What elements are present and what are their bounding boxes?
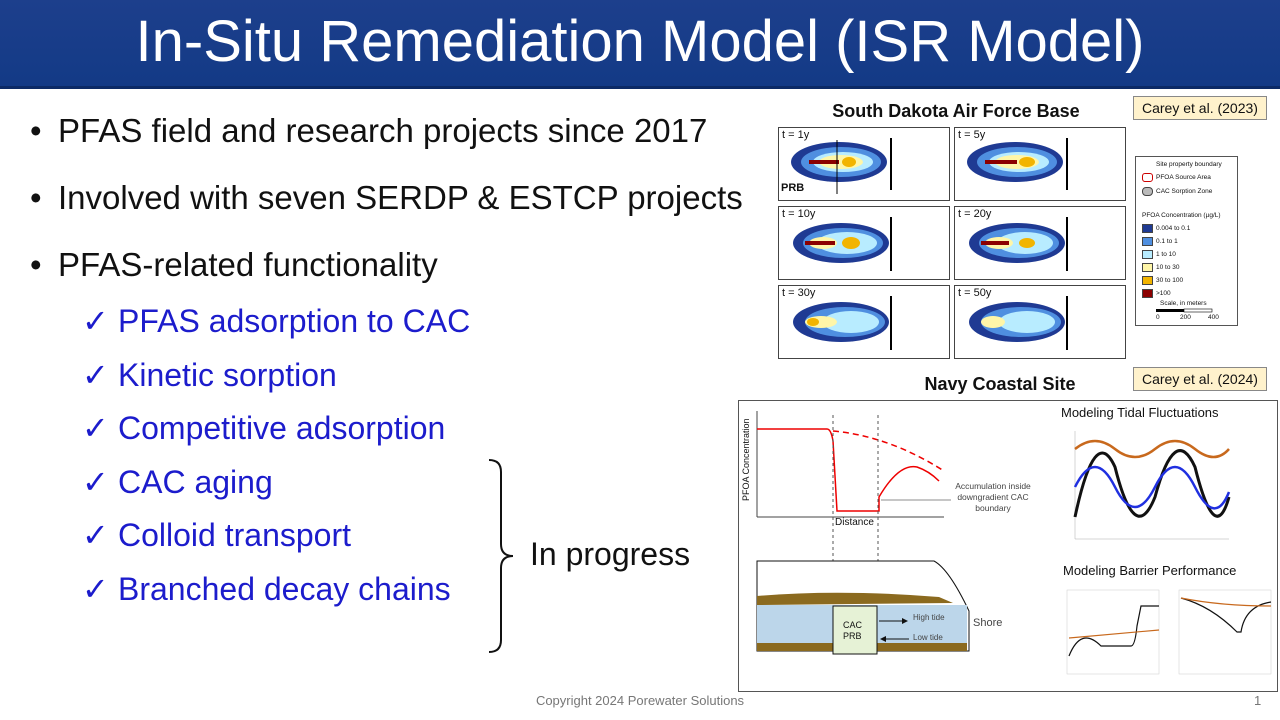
citation-2023: Carey et al. (2023) [1133,96,1267,120]
prb-label-cac: CAC [843,620,863,630]
plume-map [791,138,892,194]
plume-map [967,138,1068,190]
checklist: ✓PFAS adsorption to CAC ✓Kinetic sorptio… [82,302,470,623]
bullet-icon: • [30,246,42,283]
legend-source-area: PFOA Source Area [1142,173,1211,182]
legend-sorption-zone: CAC Sorption Zone [1142,187,1212,196]
checkmark-icon: ✓ [82,463,109,500]
checkmark-icon: ✓ [82,410,109,446]
plume-panel: t = 5y [954,127,1126,201]
check-text: Kinetic sorption [118,356,337,393]
curly-brace-icon [488,459,514,653]
scale-tick: 400 [1208,314,1219,321]
legend-class: 1 to 10 [1142,250,1176,259]
scale-tick: 0 [1156,314,1160,321]
bullet-list: • PFAS field and research projects since … [30,112,743,313]
legend-site-boundary: Site property boundary [1156,161,1222,168]
accumulation-annotation: Accumulation inside downgradient CAC bou… [955,481,1031,513]
check-item: ✓CAC aging [82,463,470,517]
check-item: ✓Branched decay chains [82,570,470,624]
plume-panel: t = 10y [778,206,950,280]
checkmark-icon: ✓ [82,356,109,393]
low-tide-label: Low tide [913,633,943,642]
bullet-item: • PFAS field and research projects since … [30,112,743,179]
bullet-item: • PFAS-related functionality [30,246,743,313]
high-tide-label: High tide [913,613,945,622]
check-text: PFAS adsorption to CAC [118,303,471,339]
bullet-item: • Involved with seven SERDP & ESTCP proje… [30,179,743,246]
legend-class: 30 to 100 [1142,276,1183,285]
scale-bar [1156,308,1213,313]
x-axis-label: Distance [835,517,874,528]
check-text: Colloid transport [118,517,351,553]
bullet-text: PFAS-related functionality [58,246,438,283]
figure1-title: South Dakota Air Force Base [832,101,1080,121]
title-bar [0,0,1280,89]
checkmark-icon: ✓ [82,570,109,607]
check-item: ✓PFAS adsorption to CAC [82,302,470,356]
panel-time: t = 10y [782,208,816,220]
plume-panel: t = 1y PRB [778,127,950,201]
check-text: CAC aging [118,463,273,500]
legend-class: >100 [1142,289,1171,298]
y-axis-label: PFOA Concentration [741,418,751,501]
map-legend: Site property boundary PFOA Source Area … [1135,156,1238,326]
concentration-profile [756,411,970,655]
panel-time: t = 1y [782,129,810,141]
citation-2024: Carey et al. (2024) [1133,367,1267,391]
copyright-footer: Copyright 2024 Porewater Solutions [535,693,745,708]
barrier-title: Modeling Barrier Performance [1063,563,1237,578]
plume-panel: t = 50y [954,285,1126,359]
check-item: ✓Competitive adsorption [82,409,470,463]
panel-time: t = 30y [782,287,816,299]
legend-conc-title: PFOA Concentration (µg/L) [1142,212,1221,219]
bullet-text: Involved with seven SERDP & ESTCP projec… [58,179,743,216]
checkmark-icon: ✓ [82,303,109,339]
slide-title: In-Situ Remediation Model (ISR Model) [135,9,1145,74]
legend-class: 10 to 30 [1142,263,1180,272]
shore-label: Shore [973,617,1003,629]
check-item: ✓Colloid transport [82,516,470,570]
tidal-title: Modeling Tidal Fluctuations [1061,405,1219,420]
plume-map [969,217,1068,271]
page-number: 1 [1254,693,1262,708]
tidal-chart [1073,431,1231,540]
source-area-icon [1142,173,1153,182]
legend-scale-title: Scale, in meters [1160,300,1207,307]
check-text: Branched decay chains [118,570,451,607]
plume-map [793,217,892,271]
prb-label: PRB [781,182,805,194]
check-text: Competitive adsorption [118,410,446,446]
scale-tick: 200 [1180,314,1191,321]
sorption-zone-icon [1142,187,1153,196]
plume-panel: t = 30y [778,285,950,359]
check-item: ✓Kinetic sorption [82,356,470,410]
navy-figure: PFOA Concentration Distance Accumulation… [738,400,1278,692]
prb-label-prb: PRB [843,631,862,641]
plume-panel: t = 20y [954,206,1126,280]
legend-class: 0.004 to 0.1 [1142,224,1190,233]
panel-time: t = 20y [958,208,992,220]
checkmark-icon: ✓ [82,517,109,553]
panel-time: t = 50y [958,287,992,299]
barrier-chart [1066,589,1272,675]
legend-class: 0.1 to 1 [1142,237,1178,246]
figure2-title: Navy Coastal Site [924,374,1076,394]
bullet-icon: • [30,112,42,149]
plume-map [969,296,1068,350]
plume-map [793,296,892,350]
bullet-icon: • [30,179,42,216]
bullet-text: PFAS field and research projects since 2… [58,112,708,149]
panel-time: t = 5y [958,129,986,141]
in-progress-label: In progress [530,536,691,572]
